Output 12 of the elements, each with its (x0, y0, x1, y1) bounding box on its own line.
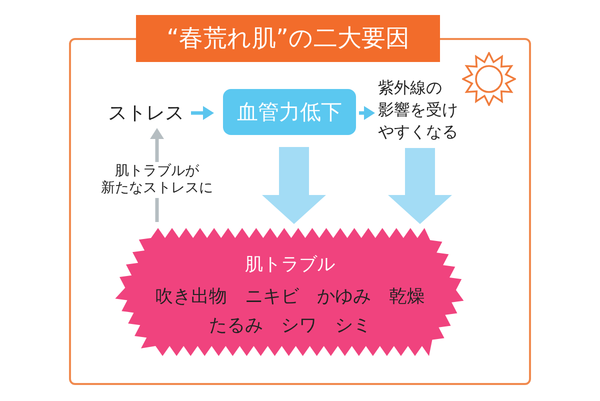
block-arrow (262, 147, 326, 224)
node-text: ストレス (108, 101, 188, 125)
arrow (359, 106, 375, 120)
process-box (223, 89, 356, 135)
burst-heading: 肌トラブル (245, 254, 335, 275)
edge-label: 肌トラブルが新たなストレスに (99, 162, 215, 198)
arrow (191, 106, 214, 120)
symptom-list: たるみ シワ シミ (209, 315, 371, 336)
box-label: 血管力低下 (237, 100, 342, 124)
title-banner: “春荒れ肌”の二大要因 (136, 15, 440, 62)
symptom-list: 吹き出物 ニキビ かゆみ 乾燥 (155, 286, 425, 307)
node-text: 紫外線の影響を受けやすくなる (378, 77, 460, 143)
